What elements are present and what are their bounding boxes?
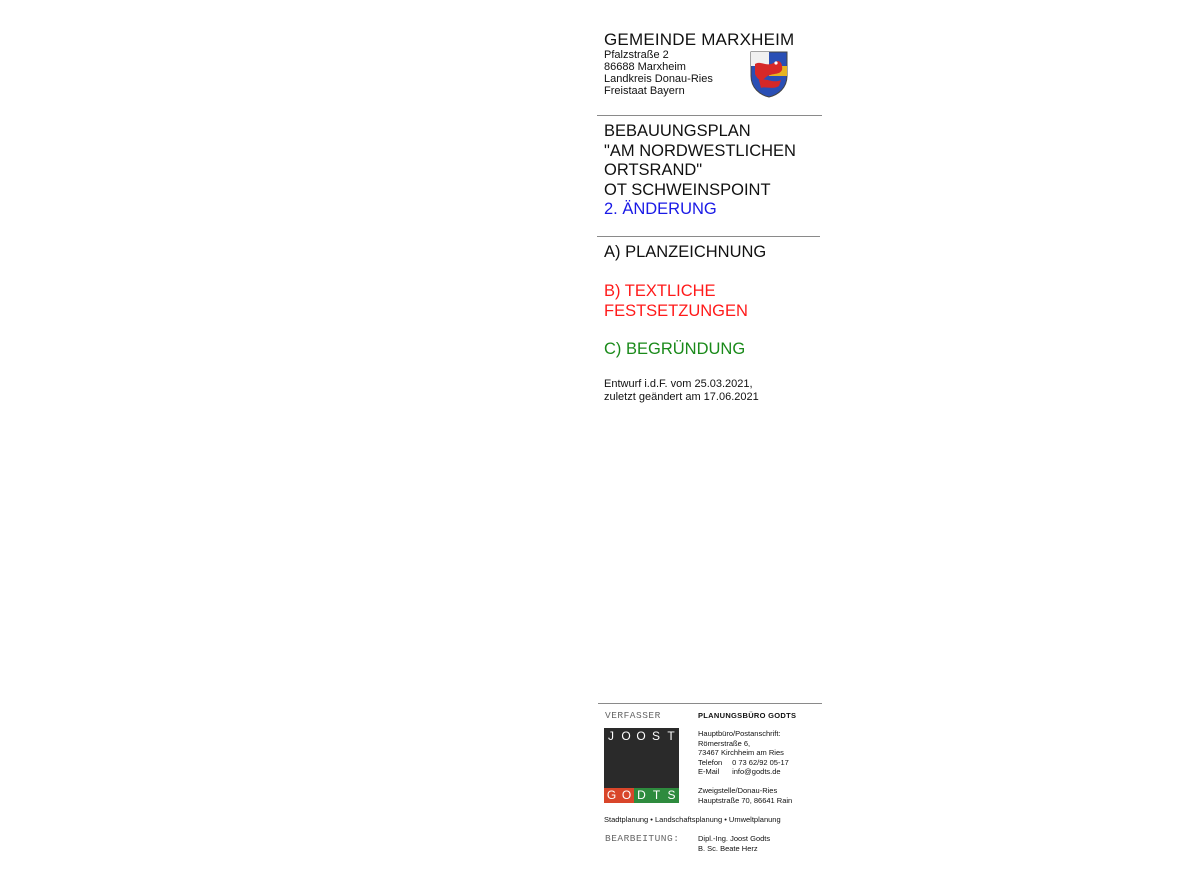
- address-line: Pfalzstraße 2: [604, 49, 669, 61]
- main-office-phone: Telefon 0 73 62/92 05-17: [698, 758, 789, 768]
- main-office-heading: Hauptbüro/Postanschrift:: [698, 729, 781, 738]
- plan-title-line: BEBAUUNGSPLAN: [604, 122, 751, 140]
- main-office-street: Römerstraße 6,: [698, 738, 751, 748]
- logo-letter: O: [634, 728, 649, 744]
- services-line: Stadtplanung • Landschaftsplanung • Umwe…: [604, 815, 781, 824]
- phone-label: Telefon: [698, 757, 723, 767]
- part-b-line: B) TEXTLICHE: [604, 282, 716, 300]
- logo-letter: O: [619, 728, 634, 744]
- main-office: Hauptbüro/Postanschrift: Römerstraße 6, …: [698, 729, 789, 777]
- address-line: Landkreis Donau-Ries: [604, 73, 713, 85]
- logo-letter: T: [664, 728, 679, 744]
- main-office-email: E-Mail info@godts.de: [698, 767, 789, 777]
- part-c-begruendung: C) BEGRÜNDUNG: [604, 340, 746, 358]
- office-logo: J O O S T G O D T S: [604, 728, 679, 803]
- municipality-name: GEMEINDE MARXHEIM: [604, 30, 795, 49]
- logo-letter: J: [604, 728, 619, 744]
- email-address: info@godts.de: [732, 767, 781, 776]
- logo-letter: D: [634, 788, 649, 803]
- address-line: 86688 Marxheim: [604, 61, 686, 73]
- logo-letter: S: [664, 788, 679, 803]
- branch-office: Zweigstelle/Donau-Ries Hauptstraße 70, 8…: [698, 786, 792, 805]
- plan-title-line: "AM NORDWESTLICHEN: [604, 141, 796, 160]
- logo-letter: T: [649, 788, 664, 803]
- logo-bottom-row: G O D T S: [604, 788, 679, 803]
- plan-title: BEBAUUNGSPLAN "AM NORDWESTLICHEN ORTSRAN…: [604, 122, 796, 220]
- branch-address: Hauptstraße 70, 86641 Rain: [698, 795, 793, 805]
- logo-letter: G: [604, 788, 619, 803]
- logo-letter: O: [619, 788, 634, 803]
- part-b-line: FESTSETZUNGEN: [604, 301, 748, 320]
- municipality-address: Pfalzstraße 2 86688 Marxheim Landkreis D…: [604, 49, 713, 97]
- plan-title-line: ORTSRAND": [604, 161, 703, 179]
- divider: [597, 236, 820, 237]
- draft-line: zuletzt geändert am 17.06.2021: [604, 391, 759, 403]
- phone-number: 0 73 62/92 05-17: [732, 757, 789, 767]
- branch-heading: Zweigstelle/Donau-Ries: [698, 786, 778, 795]
- plan-title-line: OT SCHWEINSPOINT: [604, 180, 771, 199]
- part-a-planzeichnung: A) PLANZEICHNUNG: [604, 243, 767, 261]
- address-line: Freistaat Bayern: [604, 85, 685, 97]
- coat-of-arms-icon: [750, 51, 788, 98]
- logo-letter: S: [649, 728, 664, 744]
- editing-label: BEARBEITUNG:: [605, 833, 680, 844]
- editors: Dipl.-Ing. Joost Godts B. Sc. Beate Herz: [698, 834, 770, 854]
- divider: [597, 115, 822, 116]
- editor-name: B. Sc. Beate Herz: [698, 844, 758, 853]
- part-b-textliche-festsetzungen: B) TEXTLICHE FESTSETZUNGEN: [604, 282, 748, 321]
- main-office-city: 73467 Kirchheim am Ries: [698, 748, 784, 757]
- divider: [598, 703, 822, 704]
- email-label: E-Mail: [698, 767, 720, 776]
- editor-name: Dipl.-Ing. Joost Godts: [698, 834, 771, 843]
- office-name: PLANUNGSBÜRO GODTS: [698, 711, 797, 720]
- author-label: VERFASSER: [605, 710, 661, 721]
- draft-note: Entwurf i.d.F. vom 25.03.2021, zuletzt g…: [604, 378, 759, 404]
- logo-top-row: J O O S T: [604, 728, 679, 744]
- amendment-label: 2. ÄNDERUNG: [604, 200, 717, 218]
- draft-line: Entwurf i.d.F. vom 25.03.2021,: [604, 378, 753, 390]
